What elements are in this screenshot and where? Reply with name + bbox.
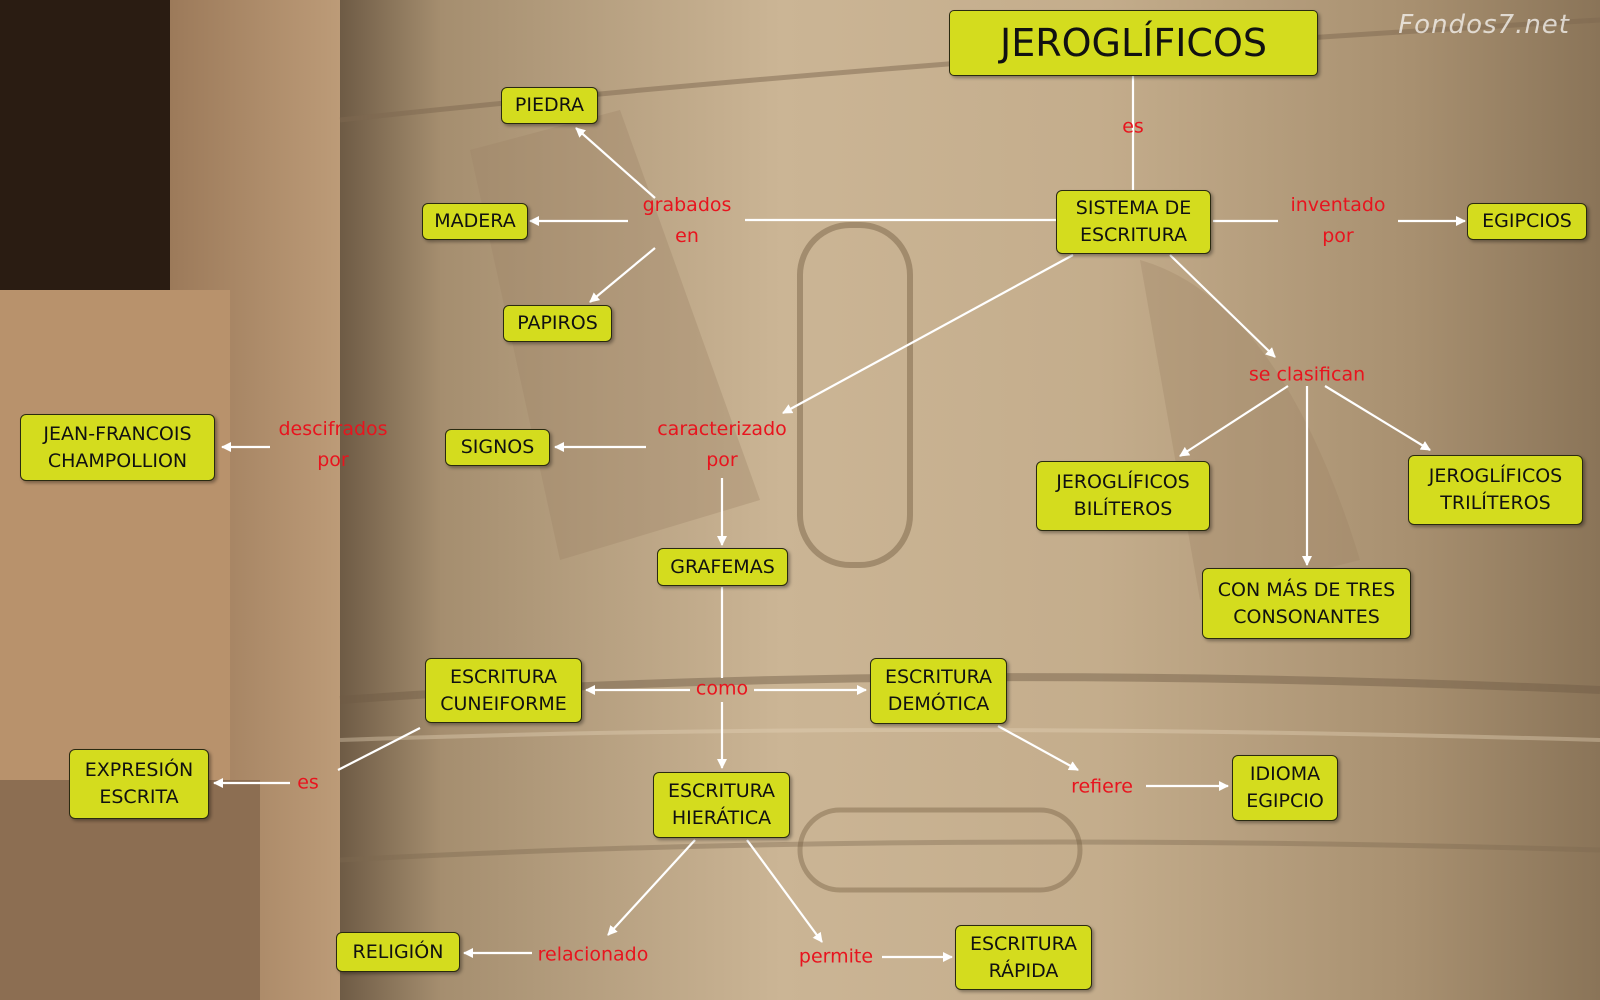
- node-piedra: PIEDRA: [501, 87, 598, 124]
- node-escritura-hieratica: ESCRITURA HIERÁTICA: [653, 772, 790, 838]
- node-sistema-de-escritura: SISTEMA DE ESCRITURA: [1056, 190, 1211, 254]
- watermark: Fondos7.net: [1398, 10, 1570, 40]
- node-madera: MADERA: [422, 203, 528, 240]
- link-label-como: como: [695, 677, 749, 700]
- link-label-inventado-por: inventado por: [1290, 194, 1386, 247]
- node-escritura-rapida: ESCRITURA RÁPIDA: [955, 925, 1092, 990]
- link-label-refiere: refiere: [1071, 775, 1133, 798]
- node-idioma-egipcio: IDIOMA EGIPCIO: [1232, 755, 1338, 821]
- node-jeroglificos-biliteros: JEROGLÍFICOS BILÍTEROS: [1036, 461, 1210, 531]
- node-jeroglificos-triliteros: JEROGLÍFICOS TRILÍTEROS: [1408, 455, 1583, 525]
- link-label-grabados-en: grabados en: [642, 194, 732, 247]
- node-escritura-cuneiforme: ESCRITURA CUNEIFORME: [425, 658, 582, 723]
- node-jean-francois-champollion: JEAN-FRANCOIS CHAMPOLLION: [20, 414, 215, 481]
- node-religion: RELIGIÓN: [336, 932, 460, 972]
- link-label-caracterizado-por: caracterizado por: [657, 418, 787, 471]
- node-expresion-escrita: EXPRESIÓN ESCRITA: [69, 749, 209, 819]
- link-label-es: es: [1122, 115, 1144, 138]
- node-papiros: PAPIROS: [503, 305, 612, 342]
- node-signos: SIGNOS: [445, 429, 550, 466]
- node-con-mas-de-tres-consonantes: CON MÁS DE TRES CONSONANTES: [1202, 568, 1411, 639]
- link-label-permite: permite: [798, 945, 874, 968]
- node-escritura-demotica: ESCRITURA DEMÓTICA: [870, 658, 1007, 724]
- link-label-descifrados-por: descifrados por: [278, 418, 388, 471]
- node-grafemas: GRAFEMAS: [657, 548, 788, 586]
- node-egipcios: EGIPCIOS: [1467, 203, 1587, 240]
- link-label-relacionado: relacionado: [537, 943, 649, 966]
- link-label-se-clasifican: se clasifican: [1248, 363, 1366, 386]
- link-label-es-2: es: [297, 771, 319, 794]
- node-jeroglificos: JEROGLÍFICOS: [949, 10, 1318, 76]
